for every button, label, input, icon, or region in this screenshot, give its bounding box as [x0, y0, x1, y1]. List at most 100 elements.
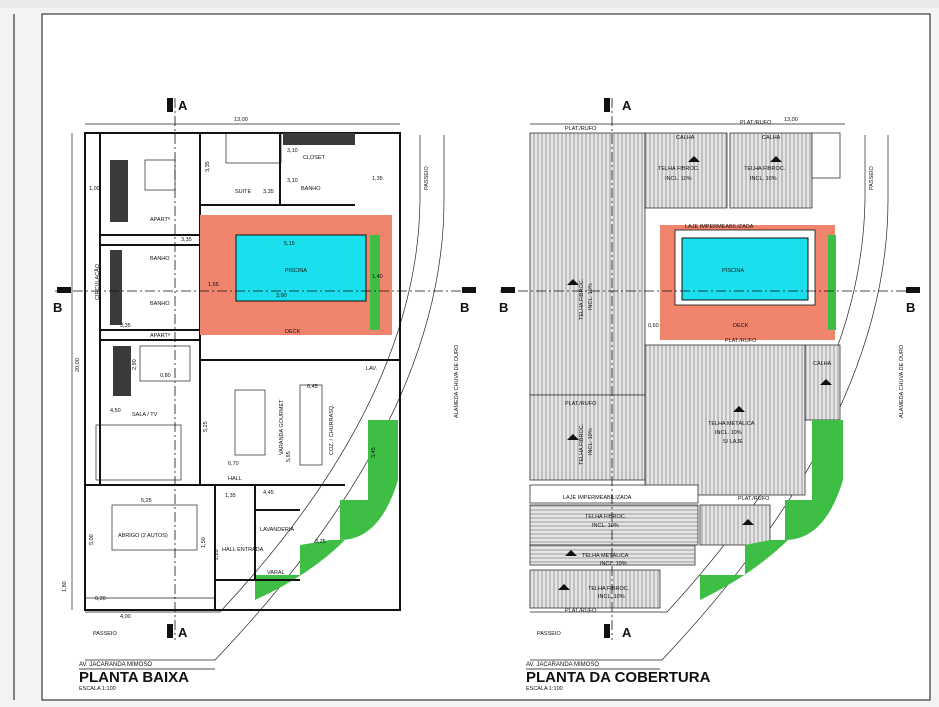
dim-6-45: 6,45: [307, 384, 318, 390]
roof-label-tile-fibro-lower: TELHA FIBROC.: [585, 514, 627, 520]
roof-label-incl-b: INCL. 10%: [750, 176, 777, 182]
dim-2-20: 2,20: [214, 549, 220, 560]
slope-arrow-right: [820, 379, 832, 385]
sidewalk-curve: [219, 135, 421, 613]
dim-1-40: 1,40: [372, 274, 383, 280]
roof-panel-fibro-lower: [529, 504, 699, 546]
dim-1-55: 1,55: [208, 282, 219, 288]
roof-label-plat-rufo-center: PLAT./RUFO: [725, 338, 757, 344]
waterproof-slab-strip: [529, 484, 699, 504]
roof-label-tile-fibro-bottom: TELHA FIBROC.: [588, 586, 630, 592]
roof-plan-title: PLANTA DA COBERTURA: [526, 669, 711, 686]
room-label-deck: DECK: [285, 329, 301, 335]
roof-panel-left-upper: [529, 132, 646, 396]
garden-area-right: [340, 420, 398, 540]
room-label-bath-a: BANHO: [150, 256, 170, 262]
dim-1-50: 1,50: [201, 537, 207, 548]
top-toolbar-strip: [0, 0, 939, 8]
dim-4-50: 4,50: [110, 408, 121, 414]
roof-sidewalk-label-right: PASSEIO: [869, 166, 875, 190]
dim-6-70: 6,70: [228, 461, 239, 467]
roof-panel-left-lower: [529, 394, 646, 481]
room-label-hall: HALL: [228, 476, 242, 482]
room-label-apart-2: APARTº: [150, 332, 170, 339]
roof-plan: A A B B PISCINA DECK LAJE IMPERMEABILIZA…: [499, 98, 920, 692]
roof-label-incl-left: INCL. 10%: [588, 283, 594, 310]
roof-label-incl-bottom: INCL. 10%: [598, 594, 625, 600]
dining-table: [234, 389, 266, 456]
roof-label-tile-fibro-left-lower: TELHA FIBROC.: [579, 423, 585, 465]
roof-section-label-a-top: A: [622, 98, 632, 113]
room-label-pool: PISCINA: [285, 268, 307, 274]
room-label-gourmet: VARANDA GOURMET: [279, 399, 285, 455]
roof-section-marker-b-right: [906, 287, 920, 293]
roof-label-incl-a: INCL. 10%: [665, 176, 692, 182]
dim-5-25-b: 5,25: [203, 421, 209, 432]
living-sofa: [95, 424, 182, 481]
dim-0-80: 0,80: [160, 373, 171, 379]
roof-panel-metal-lower: [529, 544, 696, 566]
dim-1-00: 1,00: [89, 186, 100, 192]
roof-garden-bottom: [700, 540, 788, 600]
roof-label-incl-center: INCL. 10%: [715, 430, 742, 436]
dim-3-90: 3,90: [276, 293, 287, 299]
dim-3-45: 3,45: [371, 447, 377, 458]
room-label-garage: ABRIGO (2 AUTOS): [118, 533, 168, 539]
site-boundary-curve: [214, 135, 445, 661]
ground-plan-scale: ESCALA 1:100: [79, 686, 116, 692]
dim-3-25: 3,25: [315, 539, 326, 545]
room-label-varal: VARAL: [267, 570, 285, 576]
room-label-apart-1: APARTº: [150, 216, 170, 223]
apart2-beds: [139, 345, 191, 382]
dim-2-90: 2,90: [132, 359, 138, 370]
circulation-cabinet: [110, 250, 122, 325]
roof-street-label-bottom: AV. JACARANDA MIMOSO: [526, 662, 599, 668]
dim-4-00: 4,00: [120, 614, 131, 620]
dim-3-10-b: 3,10: [287, 178, 298, 184]
roof-label-tile-metal-lower: TELHA METÁLICA: [582, 552, 629, 559]
section-label-a-bottom: A: [178, 625, 188, 640]
dim-3-35-c: 3,35: [181, 237, 192, 243]
roof-label-plat-rufo-left: PLAT./RUFO: [565, 126, 597, 132]
roof-panel-metal-center: [644, 344, 806, 496]
slope-arrow-top-b: [770, 156, 782, 162]
roof-label-tile-fibro-b: TELHA FIBROC.: [744, 166, 786, 172]
section-label-a-top: A: [178, 98, 188, 113]
dim-0-20: 0,20: [95, 596, 106, 602]
roof-panel-top-b: [729, 132, 813, 209]
roof-label-tile-metal-center: TELHA METÁLICA: [708, 420, 755, 427]
ground-plan-title: PLANTA BAIXA: [79, 669, 189, 686]
dim-4-45: 4,45: [263, 490, 274, 496]
dim-5-95: 5,95: [286, 451, 292, 462]
roof-panel-bottom: [529, 569, 661, 609]
garage-slot: [111, 504, 198, 551]
roof-label-tile-fibro-left: TELHA FIBROC.: [579, 278, 585, 320]
roof-label-incl-left-lower: INCL. 10%: [588, 428, 594, 455]
roof-panel-lower-right: [699, 504, 771, 546]
roof-label-incl-lower: INCL. 10%: [592, 523, 619, 529]
roof-label-over-slab: S/ LAJE: [723, 439, 743, 445]
roof-section-label-a-bottom: A: [622, 625, 632, 640]
dim-1-35-a: 1,35: [372, 176, 383, 182]
apart1-wardrobe: [110, 160, 128, 222]
roof-panel-top-a: [644, 132, 728, 209]
dim-top: 13,00: [234, 117, 248, 123]
dim-3-35-a: 3,35: [263, 189, 274, 195]
slope-arrow-center: [733, 406, 745, 412]
deck-garden-strip: [370, 235, 380, 330]
section-marker-a-bottom: [167, 624, 173, 638]
slope-arrow-top-a: [688, 156, 700, 162]
roof-label-gutter-a: CALHA: [676, 135, 695, 141]
section-marker-a-top: [167, 98, 173, 112]
room-label-suite: SUITE: [235, 189, 252, 195]
dim-3-35-b: 3,35: [205, 161, 211, 172]
swimming-pool: [235, 234, 367, 302]
slope-arrow-bottom: [558, 584, 570, 590]
dim-3-35-d: 3,35: [120, 323, 131, 329]
roof-label-plat-rufo-mid: PLAT./RUFO: [565, 401, 597, 407]
roof-sidewalk-label-bottom: PASSEIO: [537, 631, 561, 637]
dim-3-10-a: 3,10: [287, 148, 298, 154]
section-marker-b-left: [57, 287, 71, 293]
roof-label-gutter-right: CALHA: [813, 361, 832, 367]
